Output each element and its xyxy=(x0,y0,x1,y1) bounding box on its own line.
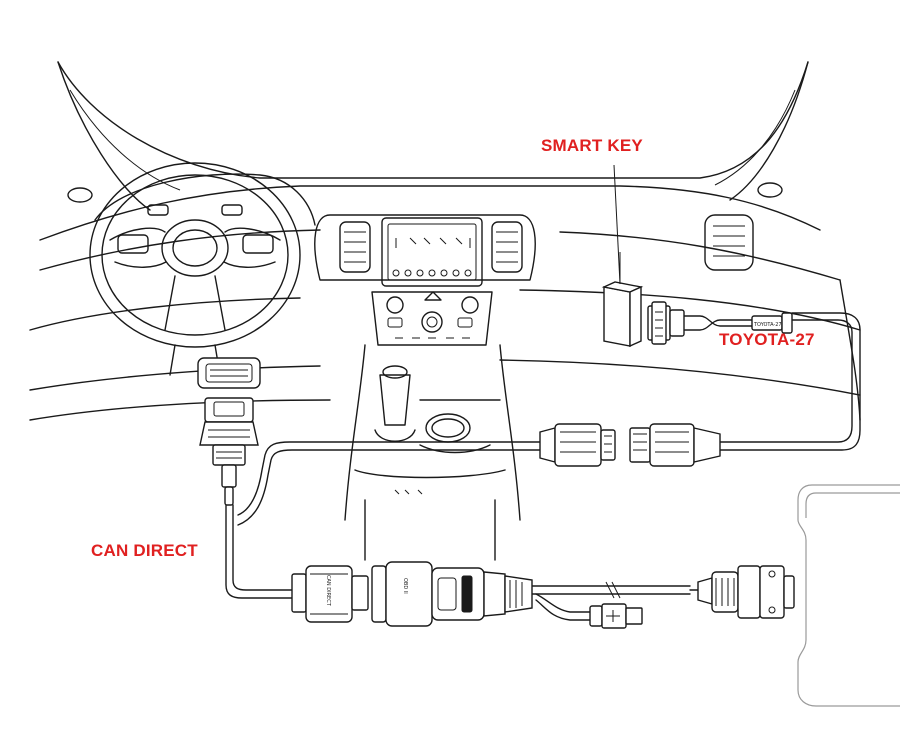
center-console xyxy=(344,344,521,561)
inline-connector-pair xyxy=(539,423,721,467)
can-direct-label: CAN DIRECT xyxy=(91,541,198,560)
cable-tag-text: TOYOTA-27 xyxy=(753,322,782,328)
cables xyxy=(225,312,861,621)
center-stack xyxy=(314,214,536,346)
toyota-27-label: TOYOTA-27 xyxy=(719,330,815,349)
infotainment-screen xyxy=(381,217,483,287)
a-pillar-left xyxy=(57,61,151,211)
dashboard-top xyxy=(39,185,821,241)
a-pillar-right xyxy=(729,61,809,201)
programmer-device xyxy=(797,484,900,707)
main-connector: OBD II xyxy=(371,561,533,627)
right-vent xyxy=(704,214,754,271)
toyota-27-connector: TOYOTA-27 xyxy=(647,301,793,345)
obd-connector xyxy=(199,397,259,506)
smart-key-label: SMART KEY xyxy=(541,136,643,155)
usb-plug xyxy=(589,603,643,629)
smart-key-leader xyxy=(613,164,621,285)
adapter-print: CAN DIRECT xyxy=(325,575,331,607)
windshield-frame xyxy=(57,61,809,179)
car-interior xyxy=(29,61,861,561)
connector-print: OBD II xyxy=(402,578,408,594)
can-direct-adapter: CAN DIRECT xyxy=(291,565,369,623)
obd-port xyxy=(197,357,261,389)
smart-key-box xyxy=(601,252,644,348)
db-connector xyxy=(697,565,795,619)
steering-wheel xyxy=(89,162,301,348)
